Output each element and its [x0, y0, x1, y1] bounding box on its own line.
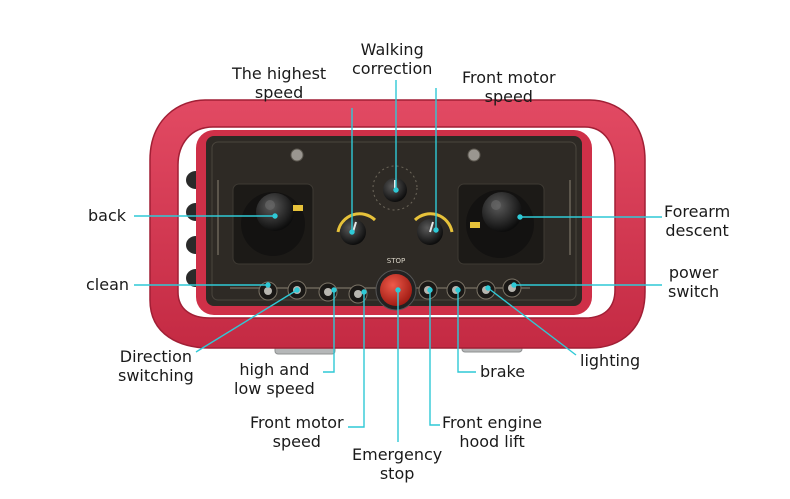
label-line: switching — [118, 366, 194, 385]
label-forearm-descent: Forearm descent — [664, 202, 730, 240]
indicator-light-left — [290, 148, 304, 162]
label-high-and-low-speed: high and low speed — [234, 360, 315, 398]
label-line: power — [668, 263, 719, 282]
label-line: speed — [484, 87, 533, 106]
label-line: back — [88, 206, 127, 225]
label-power-switch: power switch — [668, 263, 719, 301]
label-line: Direction — [119, 347, 193, 366]
label-direction-switching: Direction switching — [118, 347, 194, 385]
label-line: Walking — [360, 40, 424, 59]
label-line: lighting — [580, 351, 641, 370]
label-line: hood lift — [459, 432, 525, 451]
label-line: Forearm — [664, 202, 731, 221]
toggle-front-motor-speed[interactable] — [348, 284, 368, 304]
leader-brake — [457, 290, 476, 373]
leader-direction-switching — [195, 289, 298, 353]
leader-front-engine-hood-lift — [429, 290, 440, 426]
label-lighting: lighting — [580, 351, 640, 370]
label-front-motor-speed-top: Front motor speed — [462, 68, 556, 106]
label-line: Emergency — [352, 445, 443, 464]
label-line: switch — [668, 282, 720, 301]
label-line: high and — [239, 360, 310, 379]
label-line: Front motor — [462, 68, 556, 87]
label-line: Front motor — [250, 413, 344, 432]
left-joystick[interactable] — [232, 183, 314, 265]
toggle-lighting[interactable] — [476, 280, 496, 300]
label-line: The highest — [232, 64, 327, 83]
label-line: descent — [665, 221, 729, 240]
toggle-high-low-speed[interactable] — [318, 282, 338, 302]
leader-front-motor-speed-bottom — [348, 292, 365, 428]
label-line: speed — [254, 83, 304, 102]
label-emergency-stop: Emergency stop — [352, 445, 442, 483]
stop-button-text: STOP — [387, 257, 405, 265]
label-walking-correction: Walking correction — [352, 40, 432, 78]
toggle-power-switch[interactable] — [502, 278, 522, 298]
label-line: low speed — [234, 379, 315, 398]
label-line: stop — [379, 464, 415, 483]
label-the-highest-speed: The highest speed — [232, 64, 326, 102]
leader-lines — [134, 80, 662, 442]
label-line: brake — [480, 362, 526, 381]
leader-high-and-low-speed — [323, 290, 335, 373]
label-front-motor-speed-bottom: Front motor speed — [250, 413, 344, 451]
right-joystick[interactable] — [457, 183, 545, 265]
label-back: back — [88, 206, 126, 225]
label-front-engine-hood-lift: Front engine hood lift — [442, 413, 542, 451]
label-clean: clean — [86, 275, 129, 294]
label-brake: brake — [480, 362, 525, 381]
label-line: speed — [272, 432, 321, 451]
leader-lighting — [487, 287, 577, 356]
label-line: clean — [86, 275, 130, 294]
label-line: correction — [352, 59, 433, 78]
label-line: Front engine — [442, 413, 543, 432]
indicator-light-right — [467, 148, 481, 162]
toggle-clean[interactable] — [258, 281, 278, 301]
